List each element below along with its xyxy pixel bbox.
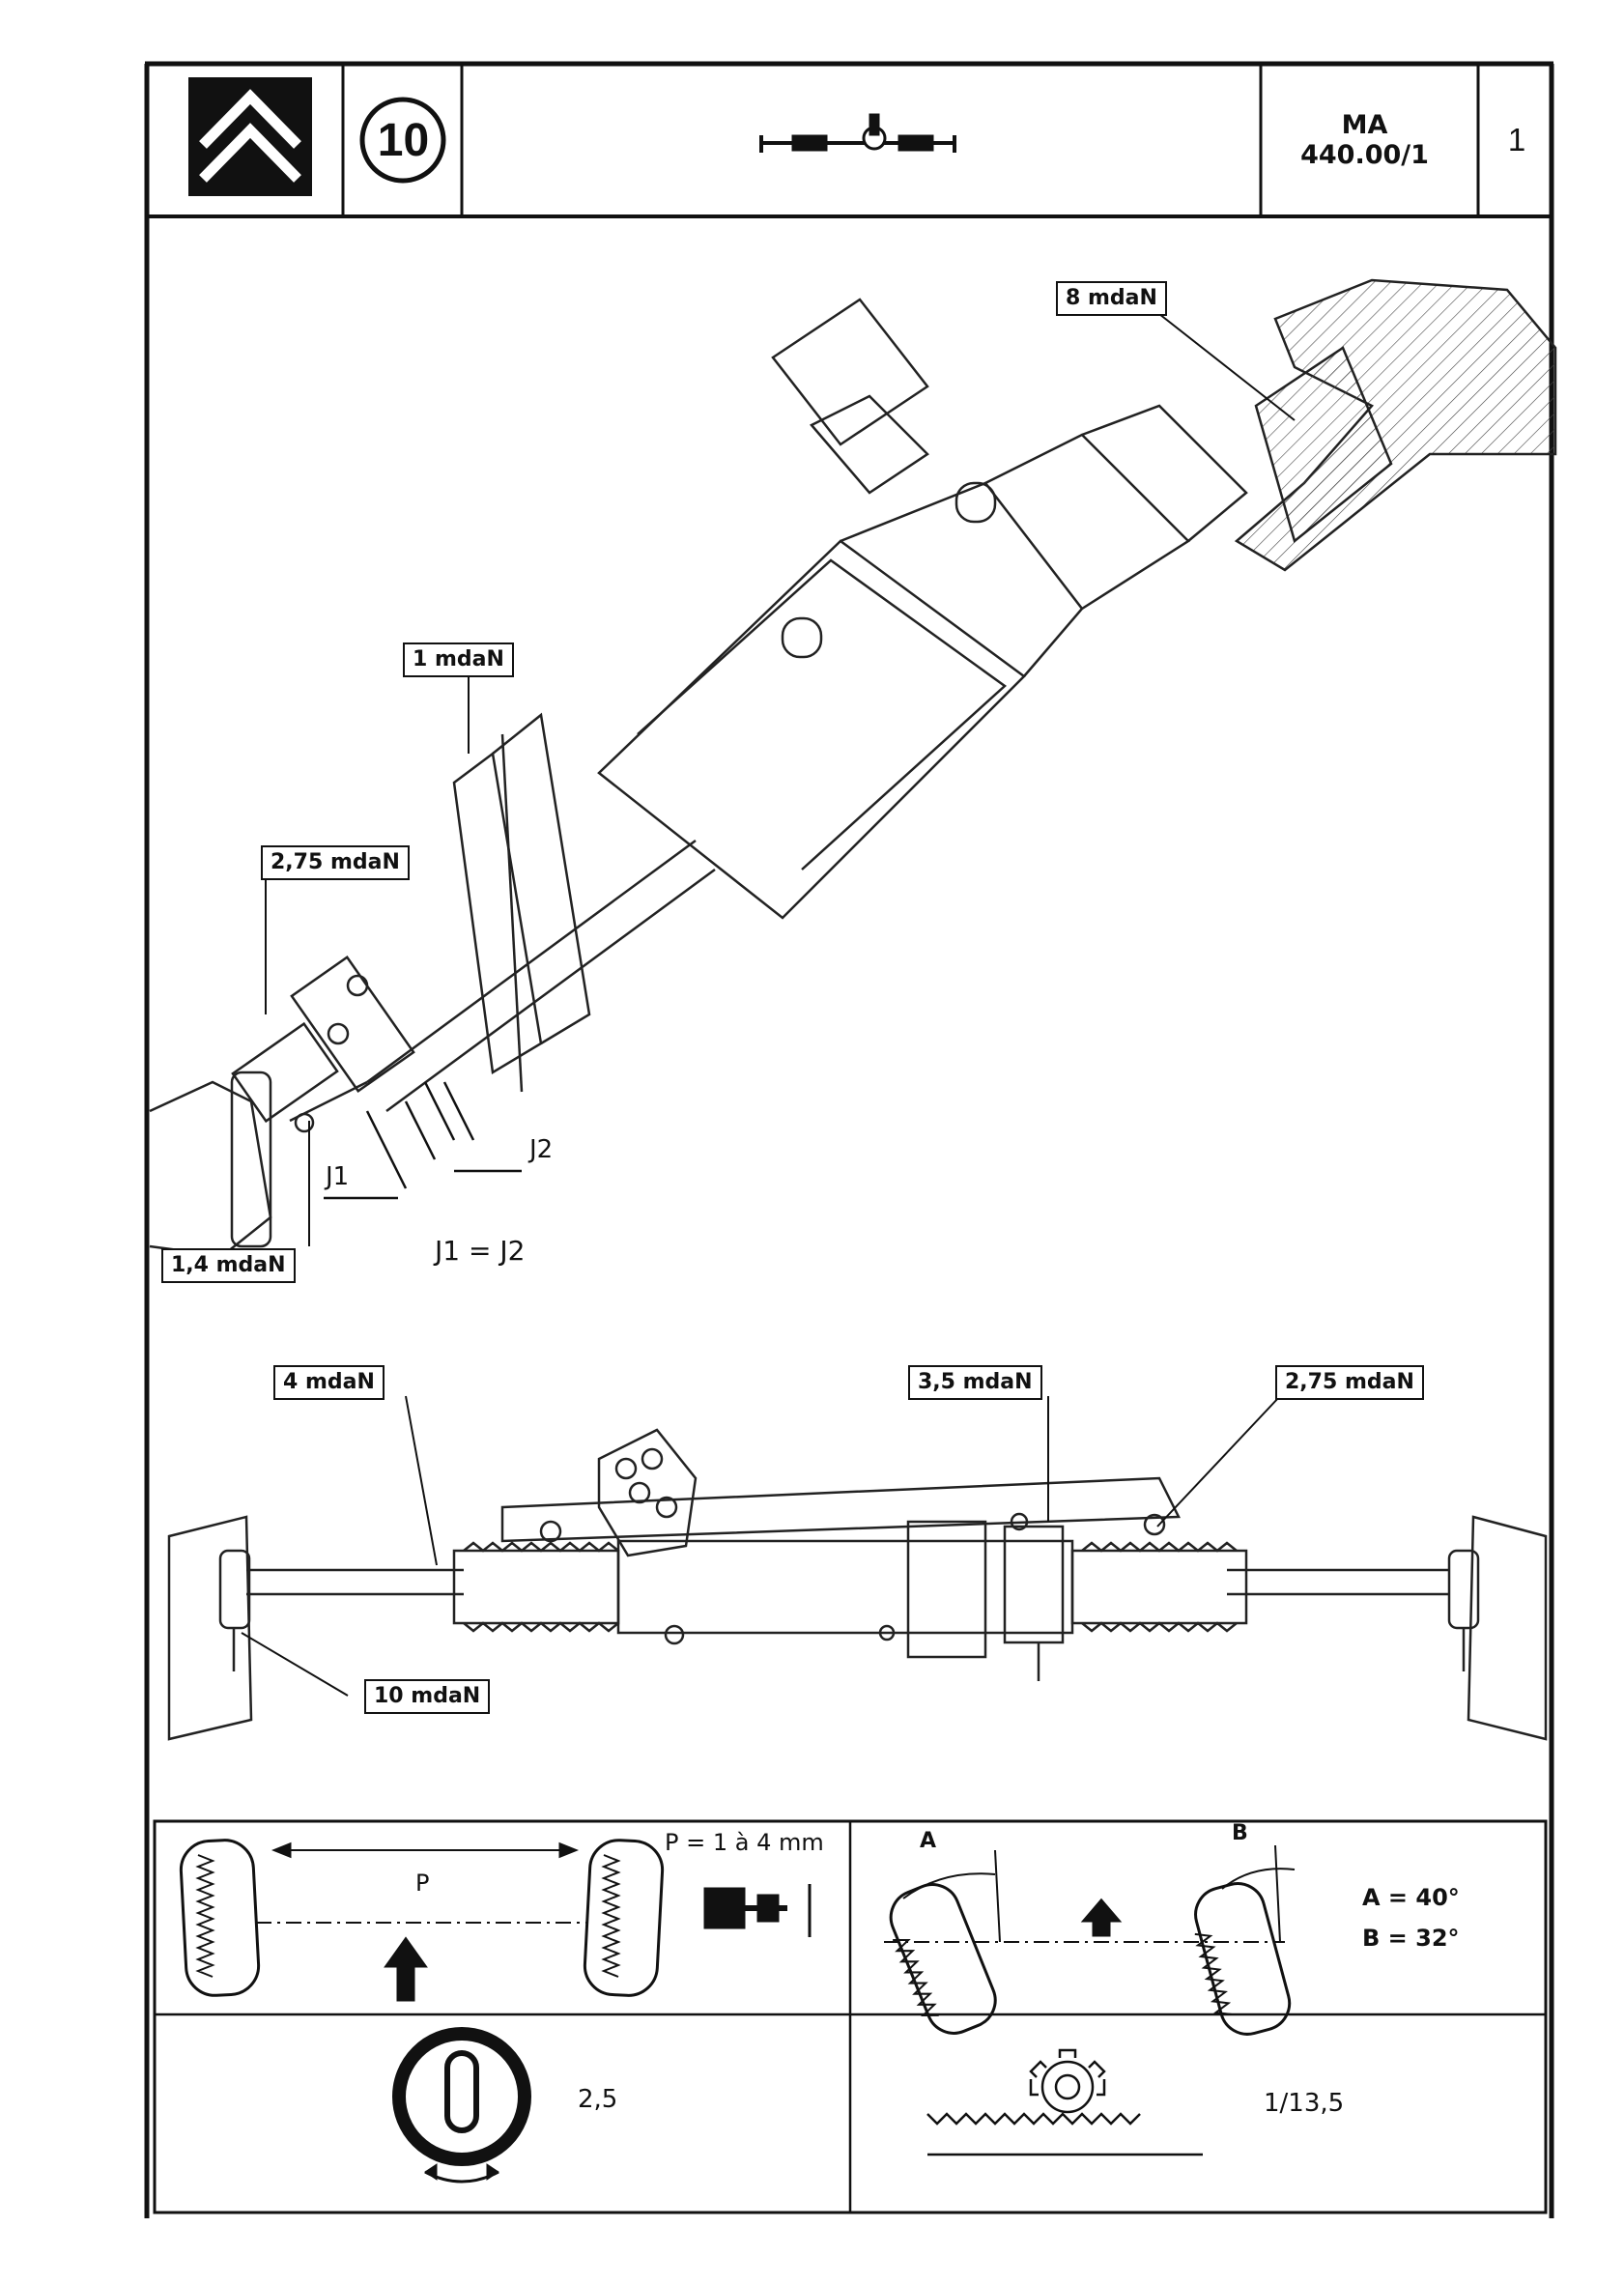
steering-ratio-value: 1/13,5 (1264, 2089, 1345, 2118)
clearance-j2-label: J2 (529, 1135, 554, 1164)
angle-b-letter: B (1232, 1821, 1248, 1845)
angle-a-value: A = 40° (1362, 1884, 1460, 1911)
double-chevron-logo (188, 77, 312, 196)
torque-label-2-75-lower: 2,75 mdaN (1275, 1365, 1424, 1400)
reference-code: MA 440.00/1 (1261, 64, 1468, 216)
steering-rack-drawing (167, 1428, 1548, 1741)
rack-pinion-ratio-icon (926, 2048, 1203, 2156)
torque-label-1: 1 mdaN (403, 642, 514, 677)
torque-label-4: 4 mdaN (273, 1365, 385, 1400)
angle-b-value: B = 32° (1362, 1925, 1460, 1952)
toe-value: P = 1 à 4 mm (665, 1829, 824, 1856)
clearance-equation: J1 = J2 (435, 1235, 526, 1267)
reference-line-1: MA (1341, 110, 1388, 140)
reference-line-2: 440.00/1 (1300, 140, 1429, 170)
page-number: 1 (1507, 122, 1526, 157)
steering-angle-diagram (884, 1844, 1296, 2036)
clearance-j1-label: J1 (326, 1162, 350, 1191)
torque-label-10: 10 mdaN (364, 1679, 491, 1714)
toe-p-label: P (415, 1870, 430, 1897)
section-number: 10 (377, 114, 430, 166)
torque-label-2-75-upper: 2,75 mdaN (261, 845, 410, 880)
toe-in-diagram (179, 1839, 812, 2002)
torque-label-3-5: 3,5 mdaN (908, 1365, 1042, 1400)
middle-leader-lines (241, 1395, 1281, 1697)
upper-leader-lines (265, 313, 1296, 1246)
steering-turns-value: 2,5 (578, 2085, 618, 2114)
steering-wheel-turns-icon (392, 2027, 531, 2184)
section-number-circle (359, 97, 446, 184)
torque-label-1-4: 1,4 mdaN (161, 1248, 296, 1283)
steering-rack-icon (759, 113, 956, 153)
steering-column-drawing (149, 278, 1557, 1258)
spec-table-frame (153, 1819, 1548, 2214)
angle-a-letter: A (920, 1829, 937, 1853)
torque-label-8: 8 mdaN (1056, 281, 1167, 316)
